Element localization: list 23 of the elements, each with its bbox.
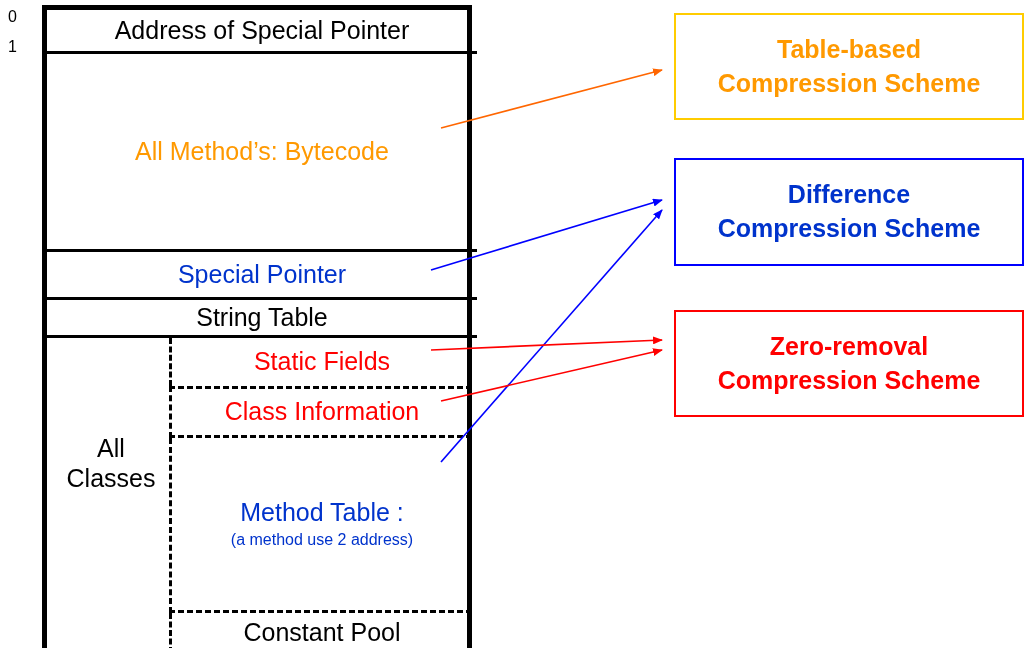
arrow	[430, 336, 663, 351]
address-number: 0	[8, 8, 17, 26]
section-label: Static Fields	[253, 348, 391, 376]
scheme-title: Zero-removal Compression Scheme	[716, 330, 982, 396]
section-label: Method Table :	[240, 499, 404, 527]
section-label: String Table	[196, 303, 328, 332]
arrow	[440, 209, 663, 463]
section-label: All Method’s: Bytecode	[135, 137, 389, 166]
arrow	[440, 68, 663, 129]
arrow	[430, 198, 663, 271]
scheme-box	[674, 158, 1024, 266]
section-label: Constant Pool	[243, 619, 401, 647]
section-note: (a method use 2 address)	[230, 530, 414, 549]
arrow	[440, 348, 663, 402]
section-label: Special Pointer	[177, 260, 347, 289]
scheme-box	[674, 310, 1024, 417]
section-label: Class Information	[224, 398, 420, 426]
address-number: 1	[8, 38, 17, 56]
scheme-box	[674, 13, 1024, 120]
section-label: All Classes	[65, 433, 157, 493]
scheme-title: Difference Compression Scheme	[716, 179, 982, 244]
section-label: Address of Special Pointer	[114, 16, 410, 45]
scheme-title: Table-based Compression Scheme	[716, 33, 982, 99]
